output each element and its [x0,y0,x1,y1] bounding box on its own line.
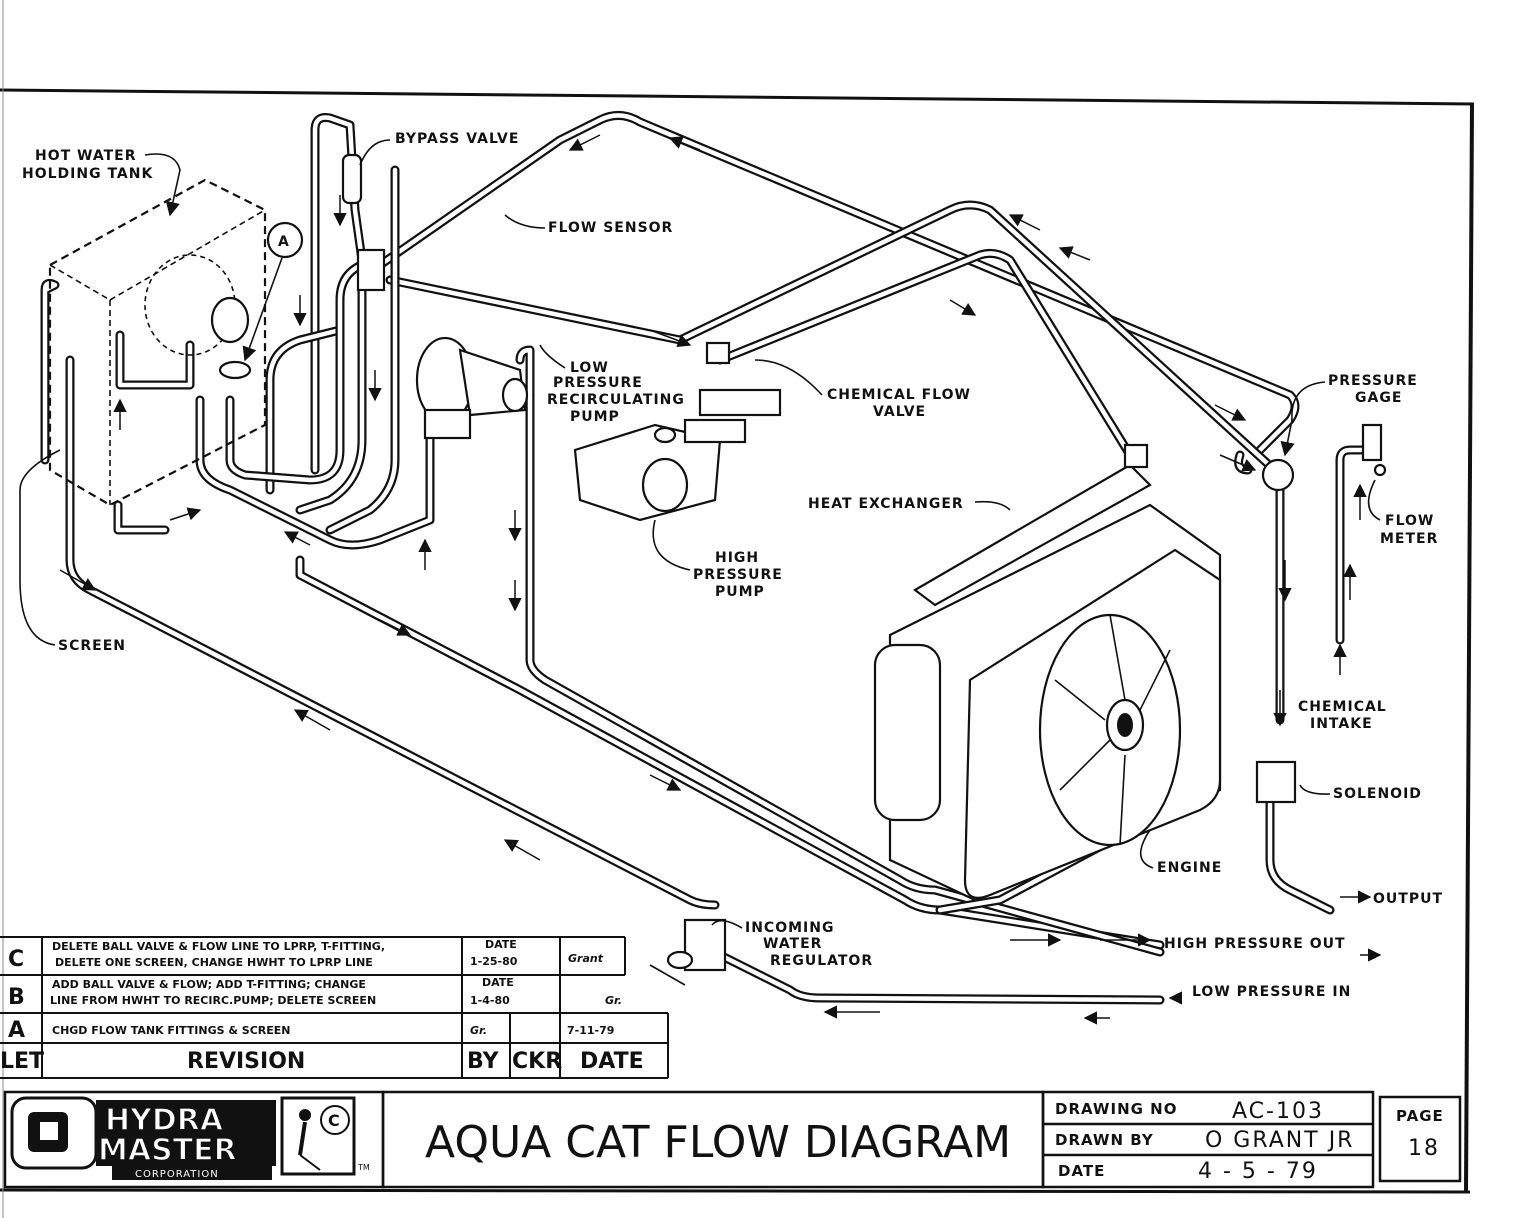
rev-b-date: 1-4-80 [470,994,510,1007]
rev-c-date-label: DATE [485,938,517,951]
logo-hydra: HYDRA [105,1103,224,1138]
label-pressure-gage-1: PRESSURE [1328,373,1418,389]
bypass-valve [341,153,386,292]
logo-copyright: C [328,1111,340,1130]
rev-b-text2: LINE FROM HWHT TO RECIRC.PUMP; DELETE SC… [50,994,376,1007]
screen-component [218,360,252,380]
label-high-pressure-2: PRESSURE [693,567,783,583]
page-label: PAGE [1396,1107,1444,1125]
rev-c-text1: DELETE BALL VALVE & FLOW LINE TO LPRP, T… [52,940,385,953]
rev-header-ckr: CKR [512,1049,562,1074]
date-label: DATE [1058,1162,1105,1180]
label-screen: SCREEN [58,638,126,654]
rev-header-revision: REVISION [187,1049,305,1074]
rev-c-text2: DELETE ONE SCREEN, CHANGE HWHT TO LPRP L… [55,956,373,969]
drawing-title: AQUA CAT FLOW DIAGRAM [425,1117,1011,1168]
label-chemical-flow-2: VALVE [873,404,926,420]
label-engine: ENGINE [1157,860,1222,876]
label-low-pressure-in: LOW PRESSURE IN [1192,984,1351,1000]
title-block: HYDRA MASTER CORPORATION C TM AQUA CAT F… [3,1090,1462,1189]
revision-table: C DELETE BALL VALVE & FLOW LINE TO LPRP,… [0,936,669,1079]
label-incoming-3: REGULATOR [770,953,873,969]
rev-header-date: DATE [580,1049,644,1074]
page-number: 18 [1408,1136,1440,1161]
label-flow-meter-1: FLOW [1385,513,1434,529]
rev-a-by: Gr. [470,1024,487,1037]
logo-master: MASTER [98,1133,237,1168]
low-pressure-recirculating-pump [415,336,529,440]
label-chemical-flow-1: CHEMICAL FLOW [827,387,971,403]
rev-c-letter: C [8,947,24,972]
rev-c-date: 1-25-80 [470,955,518,968]
svg-text:A: A [278,234,290,250]
label-high-pressure-1: HIGH [715,550,759,566]
high-pressure-pump [573,418,747,522]
label-incoming-1: INCOMING [745,920,834,936]
chemical-flow-valve [698,341,782,417]
date-value: 4 - 5 - 79 [1198,1159,1318,1184]
rev-header-by: BY [467,1049,500,1074]
solenoid [1255,760,1297,804]
label-low-pressure-3: RECIRCULATING [547,392,685,408]
rev-b-letter: B [8,985,25,1010]
rev-b-by: Gr. [605,994,622,1007]
drawn-by-value: O GRANT JR [1205,1128,1354,1153]
piping [40,111,1375,1005]
label-solenoid: SOLENOID [1333,786,1422,802]
label-low-pressure-4: PUMP [570,409,620,425]
pressure-gage [1261,423,1387,492]
label-flow-meter-2: METER [1380,531,1438,547]
drawing-frame [0,0,1475,1218]
incoming-water-regulator [649,918,727,986]
callout-a: A [242,221,304,362]
rev-b-date-label: DATE [482,976,514,989]
drawn-by-label: DRAWN BY [1055,1131,1154,1149]
rev-c-by: Grant [568,952,604,965]
label-low-pressure-1: LOW [570,360,609,376]
component-labels: HOT WATER HOLDING TANK BYPASS VALVE FLOW… [19,131,1443,1000]
label-heat-exchanger: HEAT EXCHANGER [808,496,964,512]
rev-a-letter: A [8,1018,25,1043]
label-chemical-intake-2: INTAKE [1310,716,1373,732]
label-pressure-gage-2: GAGE [1355,390,1402,406]
label-bypass-valve: BYPASS VALVE [395,131,519,147]
rev-a-text1: CHGD FLOW TANK FITTINGS & SCREEN [52,1024,291,1037]
hydra-master-logo: HYDRA MASTER CORPORATION C TM [10,1096,370,1180]
rev-b-text1: ADD BALL VALVE & FLOW; ADD T-FITTING; CH… [52,978,366,991]
heat-exchanger [913,443,1152,607]
label-chemical-intake-1: CHEMICAL [1298,699,1387,715]
label-high-pressure-3: PUMP [715,584,765,600]
drawing-no-label: DRAWING NO [1055,1100,1177,1118]
rev-header-let: LET [0,1049,44,1074]
logo-corporation: CORPORATION [135,1169,219,1180]
label-hot-water-1: HOT WATER [35,148,137,164]
logo-tm: TM [357,1163,370,1172]
label-high-pressure-out: HIGH PRESSURE OUT [1164,936,1346,952]
label-incoming-2: WATER [763,936,822,952]
drawing-no-value: AC-103 [1232,1099,1324,1124]
hot-water-holding-tank [48,178,267,507]
label-hot-water-2: HOLDING TANK [22,166,153,182]
rev-a-date: 7-11-79 [567,1024,614,1037]
label-flow-sensor: FLOW SENSOR [548,220,673,236]
engine [873,503,1222,902]
label-low-pressure-2: PRESSURE [553,375,643,391]
label-output: OUTPUT [1373,891,1443,907]
